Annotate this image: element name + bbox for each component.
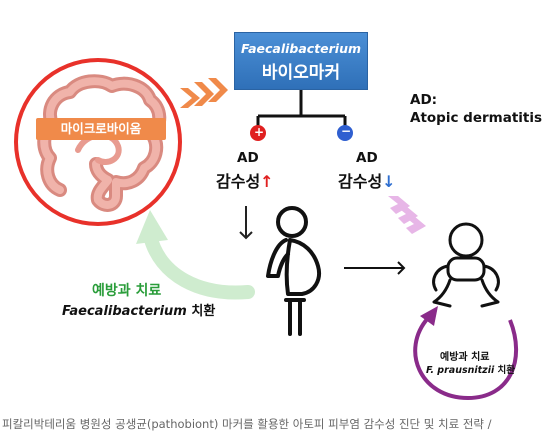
prevention-text: Faecalibacterium 치환 [62,300,215,319]
right-susceptibility: 감수성↓ [338,168,396,192]
green-curved-arrow-icon [136,210,255,300]
pregnant-woman-icon [266,206,321,336]
prevention-title: 예방과 치료 [92,283,162,299]
plus-icon [250,125,266,141]
right-ad-head: AD [356,150,378,166]
biomarker-species: Faecalibacterium [240,41,362,56]
left-ad-head: AD [237,150,259,166]
infant-cycle-suffix: 치환 [494,365,516,376]
purple-cycle-arrow-icon [413,306,519,401]
plus-sign: + [254,125,265,139]
pink-chevrons-icon [388,196,426,234]
microbiome-label: 마이크로바이옴 [36,118,166,140]
ad-definition-line1: AD: [410,92,438,108]
left-susceptibility: 감수성↑ [216,168,274,192]
figure-caption: 피칼리박테리움 병원성 공생균(pathobiont) 마커를 활용한 아토피 … [2,417,492,431]
biomarker-box: Faecalibacterium 바이오마커 [234,32,368,90]
minus-sign: − [341,124,352,138]
left-susceptibility-label: 감수성 [216,172,261,191]
baby-icon [432,222,500,308]
right-arrow-icon [344,261,406,275]
up-arrow-icon: ↑ [260,172,274,191]
prevention-suffix: 치환 [186,304,216,319]
biomarker-label: 바이오마커 [261,63,341,83]
infant-cycle-species: F. prausnitzii [426,365,495,376]
orange-chevrons-icon [180,78,228,108]
minus-icon [337,125,353,141]
prevention-species: Faecalibacterium [62,304,187,319]
branch-connector [256,90,347,132]
down-blue-arrow-icon: ↓ [382,172,396,191]
down-arrow-icon [239,206,253,240]
right-susceptibility-label: 감수성 [338,172,383,191]
infant-cycle-text: F. prausnitzii 치환 [426,362,515,376]
ad-definition-line2: Atopic dermatitis [410,110,543,126]
infant-cycle-title: 예방과 치료 [440,352,490,363]
